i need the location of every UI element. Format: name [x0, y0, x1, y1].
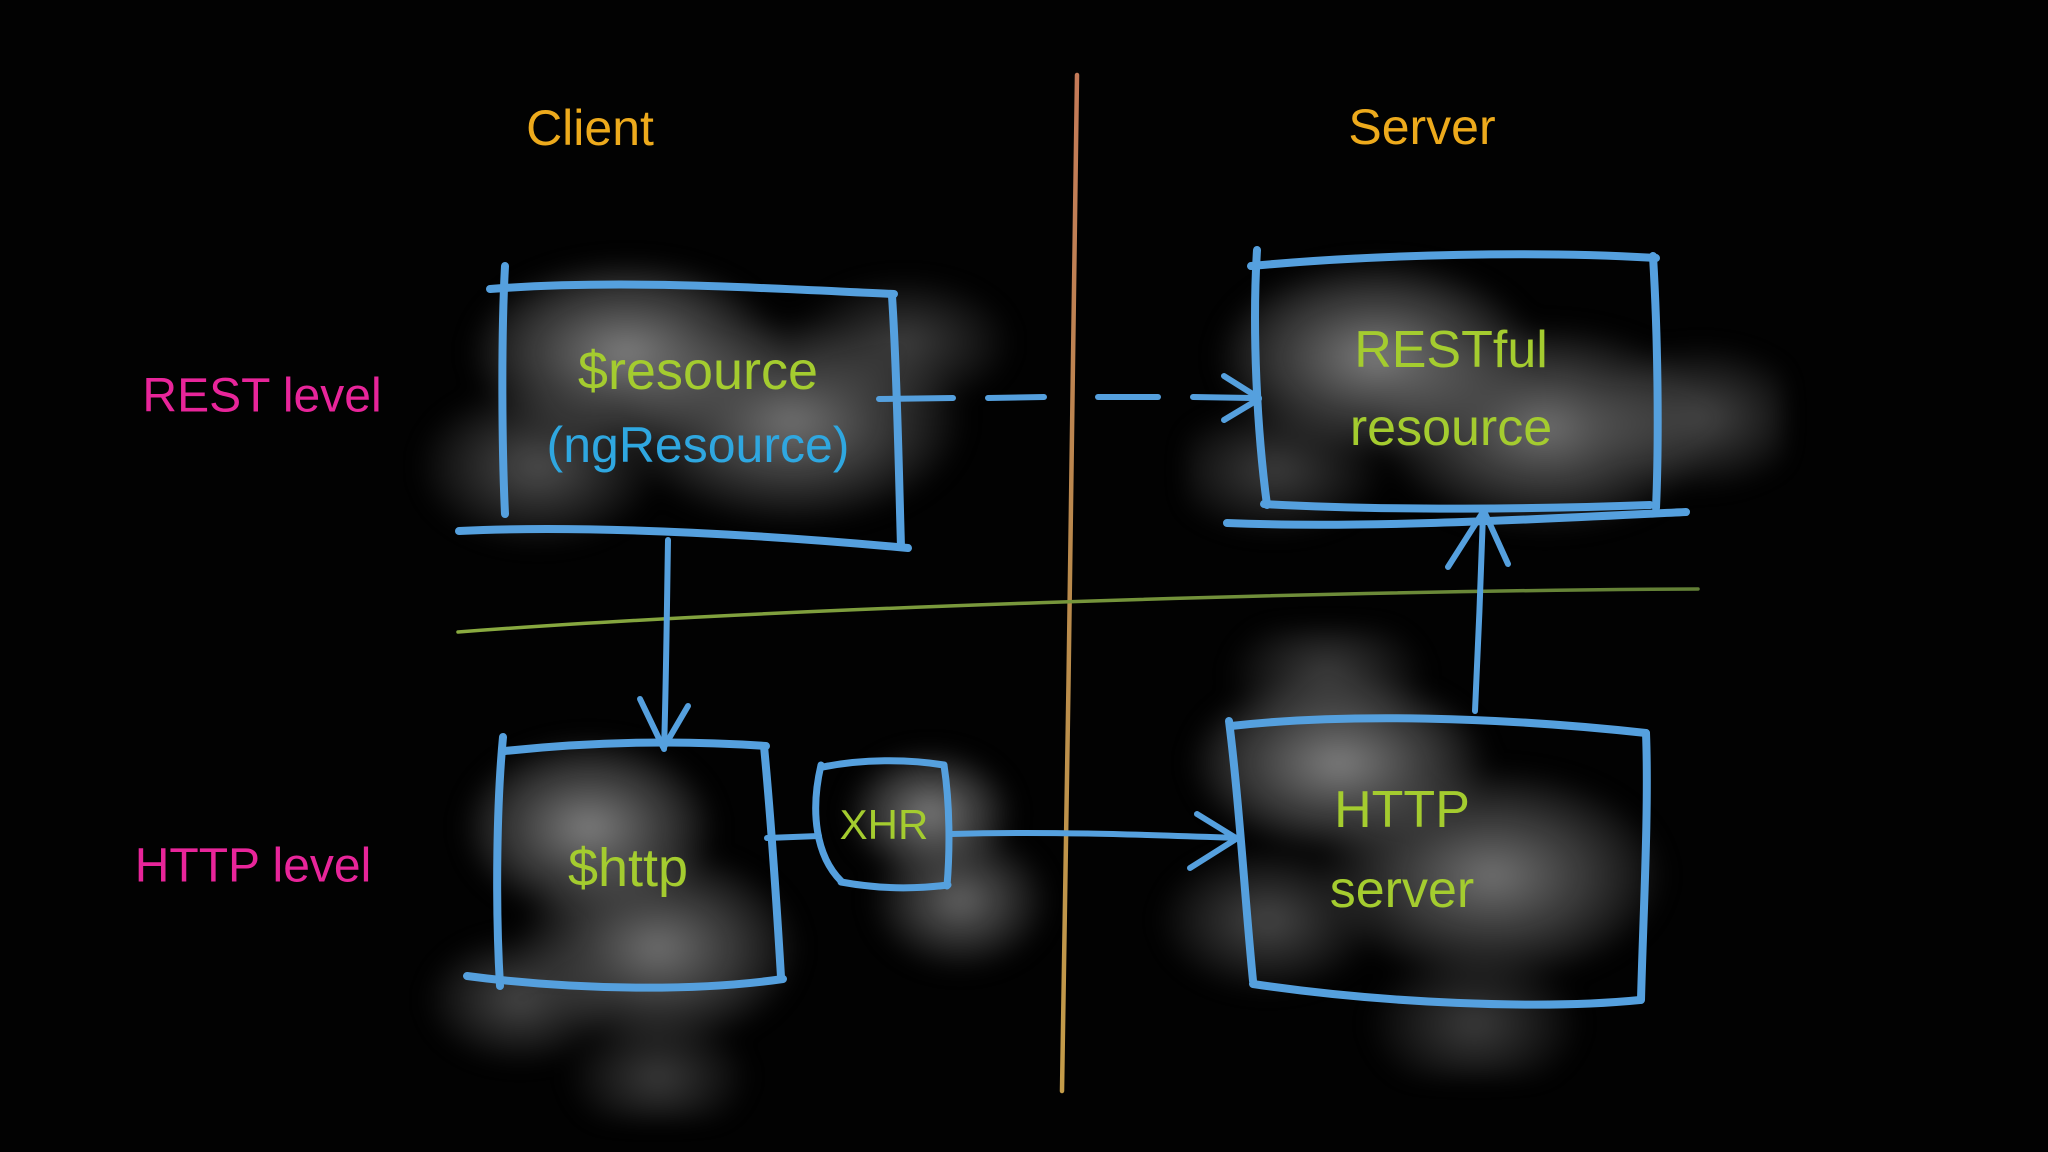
restful-node-line1: RESTful — [1354, 321, 1548, 379]
http-to-xhr-connector — [764, 833, 822, 841]
client-column-label: Client — [526, 100, 654, 156]
resource-node-label: $resource (ngResource) — [547, 334, 850, 482]
resource-node-title: $resource — [577, 341, 819, 401]
resource-node-subtitle: (ngResource) — [546, 417, 850, 473]
xhr-to-server-arrow — [948, 811, 1241, 871]
xhr-node-label: XHR — [839, 801, 929, 848]
restful-node-line2: resource — [1349, 399, 1553, 457]
resource-to-http-arrow — [637, 537, 691, 752]
server-to-restful-arrow — [1445, 508, 1511, 714]
client-server-divider-line — [1059, 72, 1080, 1094]
http-level-label: HTTP level — [134, 839, 372, 893]
server-node-line2: server — [1329, 861, 1475, 919]
level-divider-line — [456, 587, 1700, 634]
http-server-node-label: HTTP server — [1330, 770, 1474, 930]
resource-to-restful-dashed-arrow — [876, 373, 1262, 423]
restful-resource-node-label: RESTful resource — [1350, 311, 1552, 467]
server-column-label: Server — [1348, 99, 1496, 155]
http-node-label: $http — [567, 838, 689, 898]
server-node-line1: HTTP — [1334, 781, 1470, 839]
rest-level-label: REST level — [142, 369, 382, 423]
